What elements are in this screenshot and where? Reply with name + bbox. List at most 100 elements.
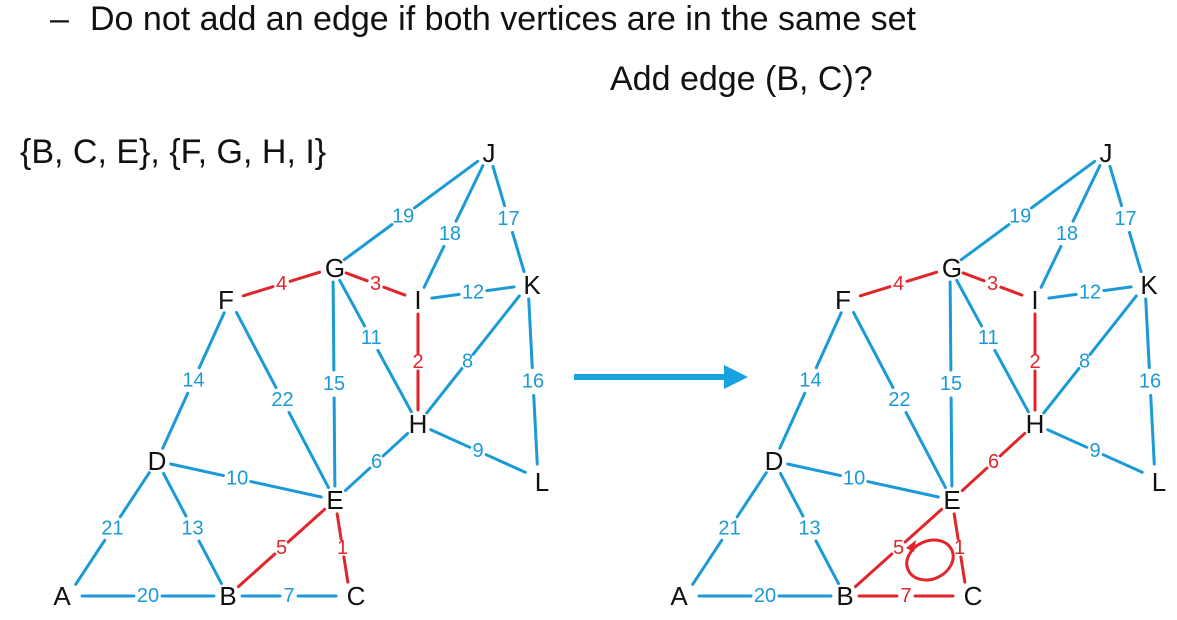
- right-edge-G-J-segment: [959, 223, 1011, 262]
- right-edge-weight-E-C: 1: [954, 537, 965, 559]
- right-edge-H-E-segment: [998, 431, 1027, 458]
- left-edge-G-E-segment: [332, 396, 337, 488]
- left-edge-weight-D-E: 10: [226, 468, 248, 490]
- right-vertex-J: J: [1100, 138, 1113, 168]
- left-edge-B-E-segment: [286, 507, 327, 544]
- left-edge-weight-A-B: 20: [137, 585, 159, 607]
- left-edge-weight-F-E: 22: [271, 389, 293, 411]
- right-edge-D-B-segment: [814, 539, 840, 586]
- left-edge-G-J-segment: [342, 223, 394, 262]
- left-edge-weight-H-K: 8: [462, 350, 473, 372]
- left-edge-E-C-segment: [335, 512, 343, 541]
- right-edge-G-I-segment: [961, 271, 986, 283]
- right-edge-weight-I-H: 2: [1029, 351, 1040, 373]
- left-edge-H-L-segment: [429, 428, 472, 449]
- left-edge-weight-G-E: 15: [323, 373, 345, 395]
- right-edge-A-D-segment: [735, 471, 768, 519]
- left-edge-J-I-segment: [422, 244, 446, 289]
- right-edge-J-I-segment: [1071, 164, 1102, 223]
- left-edge-E-C-segment: [342, 555, 350, 584]
- left-edge-weight-D-F: 14: [182, 370, 204, 392]
- right-edge-D-E-segment: [866, 480, 940, 499]
- right-edge-weight-H-L: 9: [1089, 440, 1100, 462]
- left-edge-K-L-segment: [532, 393, 539, 466]
- right-edge-weight-A-D: 21: [718, 518, 740, 540]
- right-edge-D-F-segment: [778, 391, 807, 450]
- right-edge-weight-I-K: 12: [1079, 282, 1101, 304]
- right-edge-weight-G-H: 11: [978, 327, 999, 349]
- right-edge-weight-J-I: 18: [1056, 223, 1078, 245]
- left-edge-weight-B-C: 7: [283, 585, 294, 607]
- left-edge-F-G-segment: [288, 270, 322, 283]
- right-edge-H-E-segment: [960, 466, 989, 493]
- left-edge-K-L-segment: [527, 297, 534, 370]
- left-edge-weight-G-J: 19: [392, 205, 414, 227]
- left-edge-H-E-segment: [381, 431, 410, 458]
- left-edge-weight-K-L: 16: [522, 371, 544, 393]
- right-edge-D-B-segment: [779, 471, 805, 518]
- right-edge-weight-F-E: 22: [888, 389, 910, 411]
- right-edge-weight-D-E: 10: [843, 468, 865, 490]
- left-edge-weight-G-I: 3: [370, 273, 381, 295]
- left-edge-J-K-segment: [510, 230, 526, 274]
- right-vertex-F: F: [835, 285, 851, 315]
- right-edge-J-K-segment: [1127, 230, 1143, 274]
- left-edge-I-K-segment: [430, 292, 461, 300]
- left-edge-weight-J-I: 18: [439, 223, 461, 245]
- left-edge-D-B-segment: [197, 539, 223, 586]
- left-edge-J-K-segment: [491, 164, 507, 208]
- right-edge-G-H-segment: [955, 278, 984, 328]
- right-edge-D-E-segment: [786, 462, 842, 478]
- right-edge-J-I-segment: [1039, 244, 1063, 289]
- left-edge-D-E-segment: [249, 480, 323, 499]
- right-edge-K-L-segment: [1144, 297, 1151, 370]
- right-vertex-G: G: [942, 253, 962, 283]
- right-edge-weight-G-E: 15: [940, 373, 962, 395]
- left-edge-I-K-segment: [485, 285, 516, 293]
- right-edge-H-K-segment: [1088, 294, 1138, 356]
- left-edge-F-E-segment: [287, 410, 330, 490]
- question-text: Add edge (B, C)?: [610, 60, 873, 98]
- right-edge-I-K-segment: [1047, 292, 1078, 300]
- right-edge-G-E-segment: [948, 280, 953, 372]
- left-edge-weight-I-K: 12: [462, 282, 484, 304]
- left-vertex-I: I: [414, 285, 421, 315]
- left-edge-D-E-segment: [169, 462, 225, 478]
- right-vertex-K: K: [1140, 270, 1158, 300]
- sets-text: {B, C, E}, {F, G, H, I}: [20, 133, 327, 171]
- right-edge-G-E-segment: [949, 396, 954, 488]
- bullet-label: Do not add an edge if both vertices are …: [90, 0, 916, 38]
- right-edge-F-G-segment: [858, 285, 892, 298]
- right-edge-weight-B-C: 7: [900, 585, 911, 607]
- cycle-loop-arrowhead: [906, 540, 916, 552]
- right-edge-G-J-segment: [1029, 159, 1097, 210]
- left-edge-weight-G-H: 11: [361, 327, 382, 349]
- left-edge-weight-J-K: 17: [497, 208, 519, 230]
- right-edge-weight-D-F: 14: [799, 370, 821, 392]
- left-edge-G-I-segment: [382, 285, 407, 297]
- right-vertex-B: B: [836, 581, 853, 611]
- right-edge-weight-G-J: 19: [1009, 205, 1031, 227]
- right-edge-F-E-segment: [852, 310, 895, 390]
- left-vertex-F: F: [218, 285, 234, 315]
- right-edge-G-H-segment: [993, 348, 1030, 414]
- right-edge-J-K-segment: [1108, 164, 1124, 208]
- right-edge-weight-F-G: 4: [893, 273, 904, 295]
- left-edge-G-J-segment: [412, 159, 480, 210]
- left-vertex-L: L: [535, 467, 549, 497]
- right-edge-F-G-segment: [905, 270, 939, 283]
- left-edge-B-E-segment: [236, 552, 277, 589]
- right-edge-I-K-segment: [1102, 285, 1133, 293]
- right-edge-A-D-segment: [691, 538, 724, 586]
- right-vertex-H: H: [1026, 409, 1045, 439]
- cycle-loop-indicator: [905, 538, 955, 582]
- left-edge-weight-H-E: 6: [371, 451, 382, 473]
- right-edge-G-I-segment: [999, 285, 1024, 297]
- left-edge-D-B-segment: [162, 471, 188, 518]
- left-vertex-B: B: [219, 581, 236, 611]
- left-edge-A-D-segment: [118, 471, 151, 519]
- left-vertex-A: A: [53, 581, 71, 611]
- right-vertex-E: E: [943, 485, 960, 515]
